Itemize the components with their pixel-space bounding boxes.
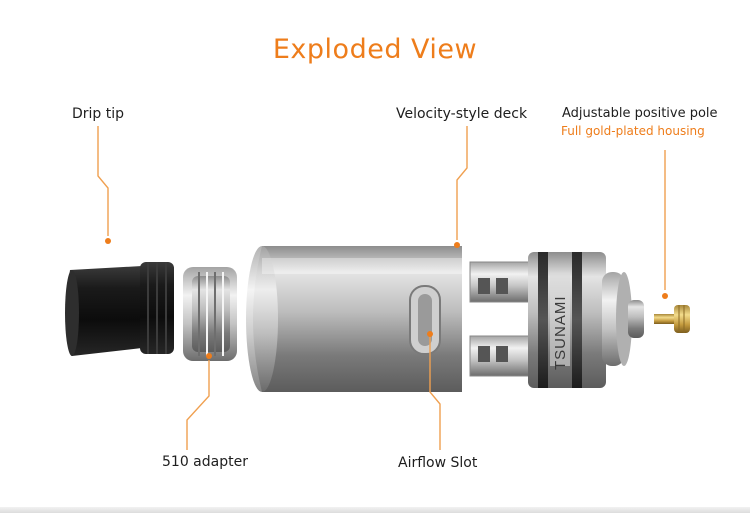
adapter-label: 510 adapter (162, 454, 248, 470)
housing-label: Full gold-plated housing (561, 124, 705, 138)
airflow-dot (427, 331, 433, 337)
drip-tip-dot (105, 238, 111, 244)
positive-pole-part (654, 305, 690, 333)
drip-tip-label: Drip tip (72, 106, 124, 122)
tsunami-engraving: TSUNAMI (552, 296, 569, 371)
pole-dot (662, 293, 668, 299)
510-adapter-part (183, 267, 237, 361)
drip-tip-part (65, 262, 174, 356)
airflow-label: Airflow Slot (398, 455, 477, 471)
velocity-deck-part: TSUNAMI (470, 252, 644, 388)
adapter-leader (187, 360, 209, 450)
o-ring (538, 252, 548, 388)
pole-label: Adjustable positive pole (562, 106, 718, 121)
deck-label: Velocity-style deck (396, 106, 527, 122)
o-ring (572, 252, 582, 388)
deck-dot (454, 242, 460, 248)
drip-tip-leader (98, 126, 108, 236)
deck-leader (457, 126, 467, 240)
adapter-dot (206, 353, 212, 359)
bottom-divider (0, 507, 750, 513)
